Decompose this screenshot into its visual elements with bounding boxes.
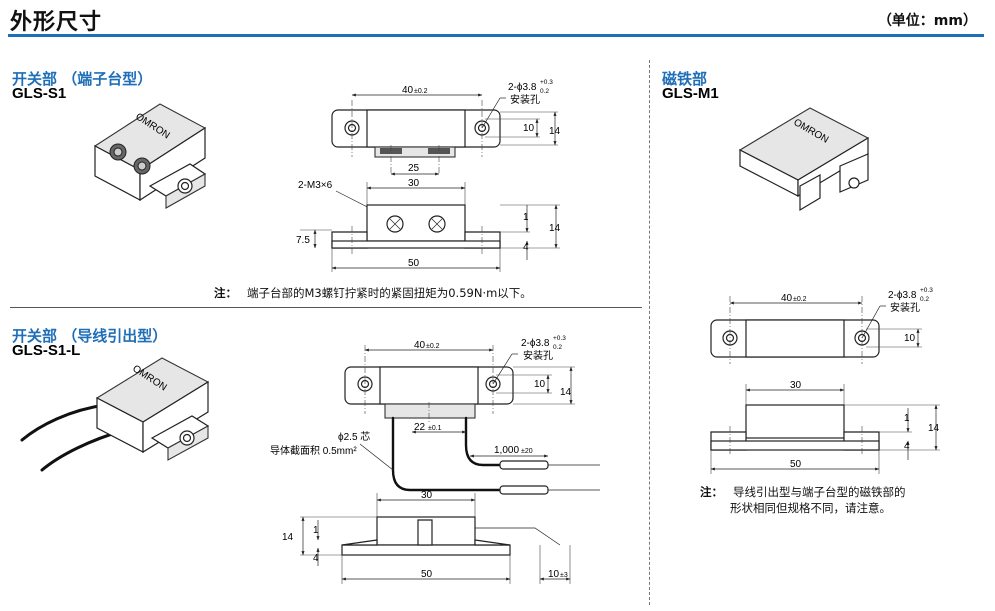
dim-hole: 2-ϕ3.8 <box>508 82 537 93</box>
model-gls-m1: GLS-M1 <box>662 85 719 102</box>
dim-hole-sup: +0.3 <box>540 79 553 86</box>
dim-hole-sup: +0.3 <box>920 287 933 294</box>
gls-s1-l-front-view: 30 14 1 4 50 10 ±3 <box>282 490 571 584</box>
unit-label: （单位：mm） <box>877 13 977 29</box>
dim-14b: 14 <box>282 532 294 543</box>
dim-screw: 2-M3×6 <box>298 180 333 191</box>
dim-50: 50 <box>421 569 433 580</box>
gls-s1-l-top-view: 40 ±0.2 2-ϕ3.8 +0.3 0.2 安装孔 10 14 22 ±0.… <box>270 335 600 495</box>
dim-25: 25 <box>408 163 420 174</box>
dim-hole-sup: +0.3 <box>553 335 566 342</box>
dim-4: 4 <box>313 553 319 564</box>
note-text-2: 形状相同但规格不同，请注意。 <box>730 501 891 515</box>
dim-1: 1 <box>904 413 910 424</box>
dim-1: 1 <box>523 212 529 223</box>
note-label: 注： <box>214 286 237 300</box>
model-gls-s1: GLS-S1 <box>12 85 67 102</box>
dim-hole-label: 安装孔 <box>523 349 553 362</box>
section-heading-magnet: 磁铁部 <box>662 70 708 88</box>
dim-hole-label: 安装孔 <box>890 301 920 314</box>
note-terminal: 注： 端子台部的M3螺钉拧紧时的紧固扭矩为0.59N·m以下。 <box>214 285 532 301</box>
dim-10: 10 <box>523 123 535 134</box>
note-label: 注： <box>700 485 723 499</box>
title-underline <box>8 34 984 37</box>
gls-s1-l-product-image: OMRON <box>20 357 210 472</box>
dim-14: 14 <box>560 387 572 398</box>
note-text: 导线引出型与端子台型的磁铁部的 <box>733 485 906 499</box>
gls-m1-top-view: 40 ±0.2 2-ϕ3.8 +0.3 0.2 安装孔 10 <box>710 287 933 364</box>
dim-10: 10 <box>534 379 546 390</box>
section-heading-lead: 开关部 （导线引出型） <box>12 327 168 345</box>
dim-30: 30 <box>790 380 802 391</box>
dim-22-tol: ±0.1 <box>428 425 442 432</box>
dim-40-tol: ±0.2 <box>426 343 440 350</box>
cable-area: 导体截面积 0.5mm² <box>270 444 357 457</box>
dim-hole-sub: 0.2 <box>553 344 562 351</box>
dim-50: 50 <box>408 258 420 269</box>
dim-hole: 2-ϕ3.8 <box>521 338 550 349</box>
section-divider <box>10 307 642 308</box>
dim-40-tol: ±0.2 <box>793 296 807 303</box>
dim-4: 4 <box>523 242 529 253</box>
dim-1000-tol: ±20 <box>521 448 533 455</box>
note-magnet: 注： 导线引出型与端子台型的磁铁部的 形状相同但规格不同，请注意。 <box>700 484 906 516</box>
gls-s1-front-view: 30 2-M3×6 14 1 4 7.5 50 <box>296 178 561 272</box>
dim-hole: 2-ϕ3.8 <box>888 290 917 301</box>
dim-40: 40 <box>781 293 793 304</box>
dim-50: 50 <box>790 459 802 470</box>
dim-4: 4 <box>904 441 910 452</box>
cable-core: ϕ2.5 芯 <box>338 430 370 443</box>
gls-s1-top-view: 40 ±0.2 2-ϕ3.8 +0.3 0.2 安装孔 10 14 25 <box>331 79 561 176</box>
dim-14b: 14 <box>549 223 561 234</box>
column-divider <box>649 60 650 605</box>
dim-40: 40 <box>402 85 414 96</box>
dim-7-5: 7.5 <box>296 235 310 246</box>
section-heading-terminal: 开关部 （端子台型） <box>12 70 153 88</box>
dim-14: 14 <box>928 423 940 434</box>
dim-40-tol: ±0.2 <box>414 88 428 95</box>
dim-10: 10 <box>548 569 560 580</box>
dim-1000: 1,000 <box>494 445 519 456</box>
gls-m1-product-image: OMRON <box>738 107 870 212</box>
dim-hole-sub: 0.2 <box>920 296 929 303</box>
dim-1: 1 <box>313 525 319 536</box>
dim-10: 10 <box>904 333 916 344</box>
dim-10-tol: ±3 <box>560 572 568 579</box>
dim-14: 14 <box>549 126 561 137</box>
page-title: 外形尺寸 <box>10 10 103 35</box>
dim-hole-label: 安装孔 <box>510 93 540 106</box>
note-text: 端子台部的M3螺钉拧紧时的紧固扭矩为0.59N·m以下。 <box>247 286 532 300</box>
model-gls-s1-l: GLS-S1-L <box>12 342 81 359</box>
dim-30: 30 <box>421 490 433 501</box>
dim-40: 40 <box>414 340 426 351</box>
gls-s1-product-image: OMRON <box>93 103 207 209</box>
gls-m1-front-view: 30 14 1 4 50 <box>710 380 940 474</box>
dim-30: 30 <box>408 178 420 189</box>
dim-22: 22 <box>414 422 426 433</box>
dim-hole-sub: 0.2 <box>540 88 549 95</box>
